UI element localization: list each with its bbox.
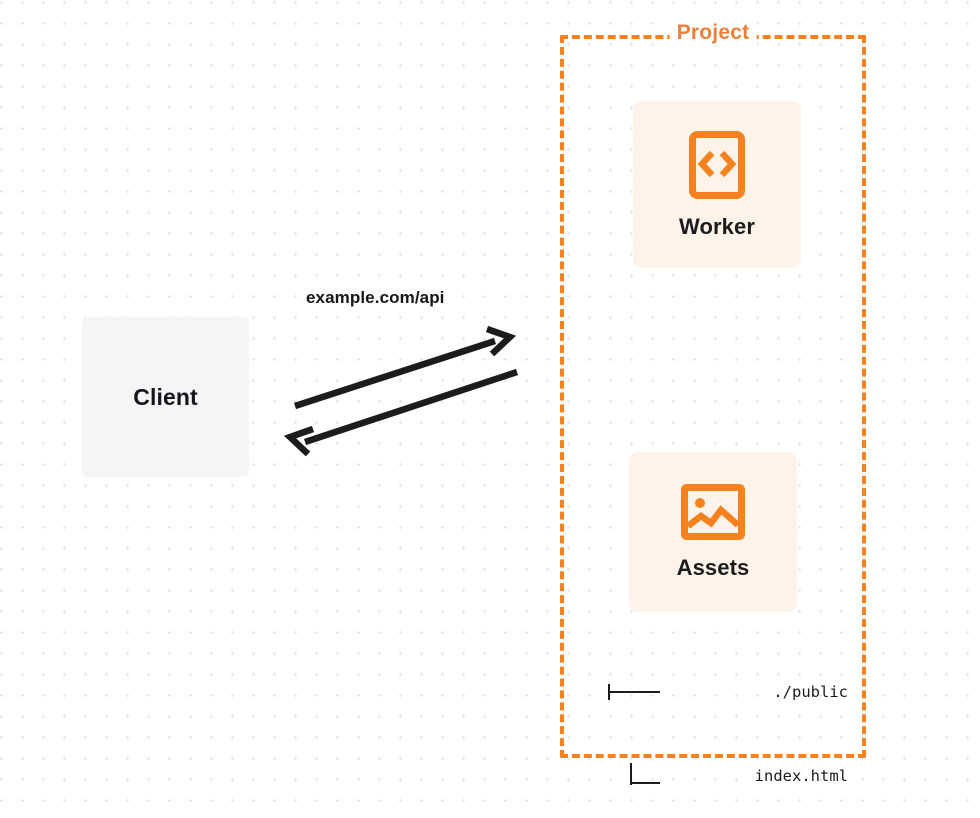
project-group: Project Worker Assets (560, 21, 866, 785)
tree-branch-child-icon (608, 763, 670, 786)
code-brackets-icon (689, 130, 745, 199)
tree-branch-root-icon (608, 681, 670, 703)
file-tree-item: index.html (608, 763, 853, 786)
node-client[interactable]: Client (82, 317, 249, 477)
edge-label-endpoint: example.com/api (306, 288, 445, 307)
card-worker-label: Worker (679, 213, 755, 239)
card-assets[interactable]: Assets (629, 452, 797, 612)
card-worker[interactable]: Worker (633, 101, 801, 268)
file-tree-root-row: ./public (608, 681, 853, 703)
file-tree-root-label: ./public (773, 682, 848, 701)
project-title: Project (669, 21, 757, 45)
file-tree-item-label: index.html (754, 766, 848, 785)
arrow-response-inbound (283, 368, 519, 457)
client-label: Client (133, 383, 198, 410)
file-tree: ./public index.html blog.html (608, 618, 853, 818)
image-picture-icon (681, 484, 745, 540)
arrow-request-outbound (293, 325, 517, 410)
card-assets-label: Assets (676, 555, 750, 580)
